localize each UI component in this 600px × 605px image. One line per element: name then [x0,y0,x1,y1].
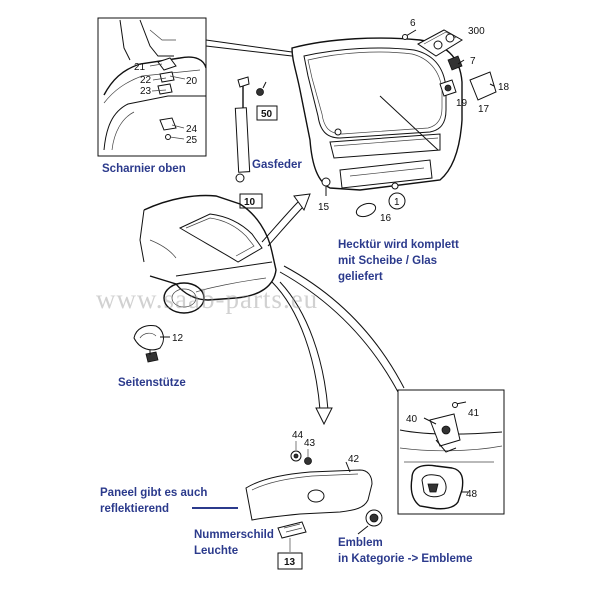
num-21: 21 [134,62,146,73]
car-rear-view [139,194,277,314]
box-10 [239,193,263,209]
num-18: 18 [498,82,510,93]
hinge-parts [402,29,497,101]
side-support [133,325,170,363]
num-20: 20 [186,76,198,87]
label-hecktuer-3: geliefert [338,271,383,283]
label-emblem-1: Emblem [338,537,383,549]
circle-1 [388,192,406,210]
num-24: 24 [186,124,198,135]
label-hecktuer-2: mit Scheibe / Glas [338,255,437,267]
num-10: 10 [244,197,256,208]
hinge-inset: 21 22 20 23 24 25 [97,17,207,157]
label-nummerschild-1: Nummerschild [194,529,274,541]
num-40: 40 [406,414,418,425]
gas-strut [234,76,267,183]
num-17: 17 [478,104,490,115]
label-hecktuer-1: Hecktür wird komplett [338,239,459,251]
label-paneel-1: Paneel gibt es auch [100,487,207,499]
num-41: 41 [468,408,480,419]
num-25: 25 [186,135,198,146]
num-23: 23 [140,86,152,97]
num-43: 43 [304,438,316,449]
rear-panel [245,461,373,521]
box-50 [256,105,278,121]
lock-inset-frame [397,389,505,515]
watermark: www.saab-parts.eu [96,284,318,314]
label-nummerschild-2: Leuchte [194,545,238,557]
num-6: 6 [410,18,416,29]
tailgate [291,37,463,196]
num-44: 44 [292,430,304,441]
num-12: 12 [172,333,184,344]
num-13: 13 [284,557,296,568]
label-scharnier-oben: Scharnier oben [102,163,186,175]
num-22: 22 [140,75,152,86]
num-1: 1 [394,197,400,208]
label-emblem-2: in Kategorie -> Embleme [338,553,473,565]
num-19: 19 [456,98,468,109]
num-15: 15 [318,202,330,213]
label-gasfeder: Gasfeder [252,159,302,171]
lock-inset [397,389,505,515]
num-16: 16 [380,213,392,224]
license-plate-light [277,521,307,539]
box-13 [277,552,303,570]
num-300: 300 [468,26,485,37]
num-7: 7 [470,56,476,67]
label-paneel-2: reflektierend [100,503,169,515]
label-seitenstuetze: Seitenstütze [118,377,186,389]
num-50: 50 [261,109,273,120]
num-42: 42 [348,454,360,465]
num-48: 48 [466,489,478,500]
